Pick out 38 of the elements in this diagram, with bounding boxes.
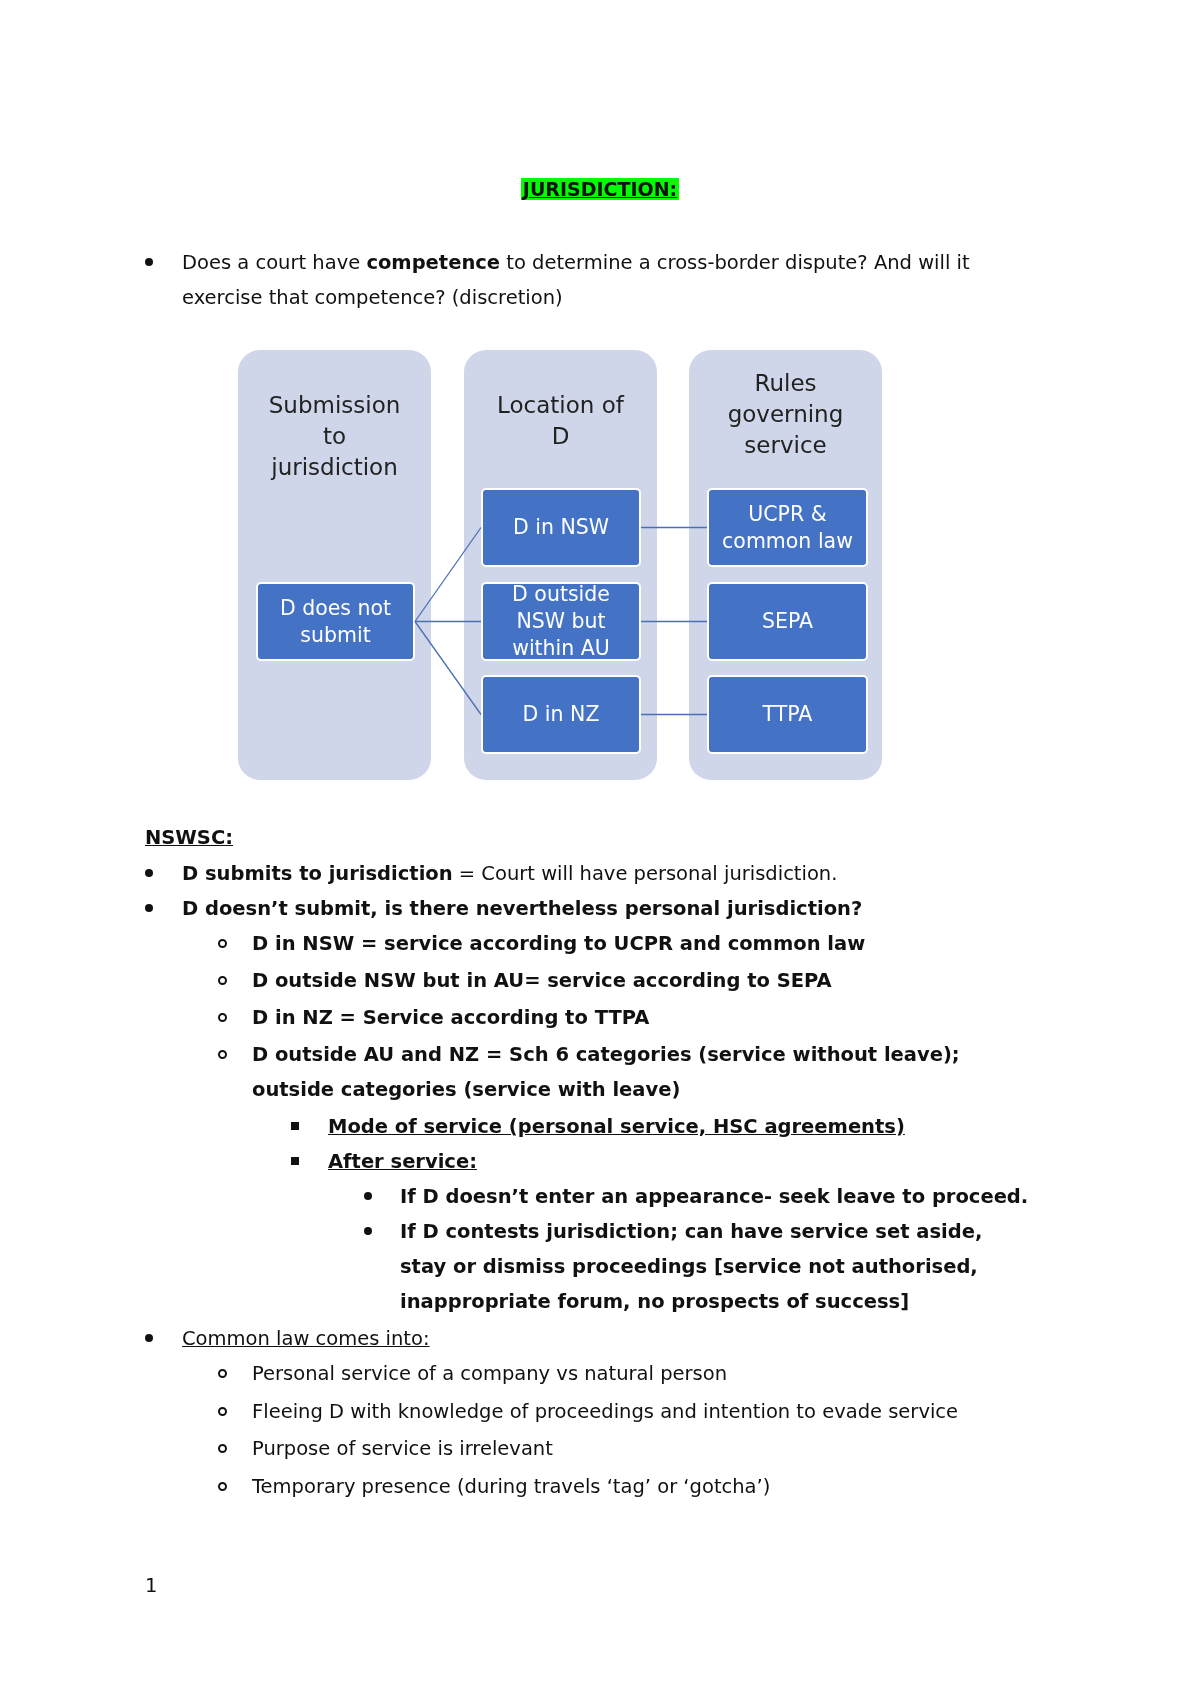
process-box: SEPA <box>707 582 868 661</box>
process-box: UCPR & common law <box>707 488 868 567</box>
process-box: D outside NSW but within AU <box>481 582 641 661</box>
list-item-text: Personal service of a company vs natural person <box>252 1361 728 1387</box>
list-item-text: Fleeing D with knowledge of proceedings and intention to evade service <box>252 1399 960 1425</box>
connector-line <box>414 620 482 623</box>
process-box: D in NZ <box>481 675 641 754</box>
list-item-text: Mode of service (personal service, HSC agreements) <box>328 1114 906 1140</box>
column-heading: Location of D <box>496 391 626 451</box>
process-box: TTPA <box>707 675 868 754</box>
list-item-text: Purpose of service is irrelevant <box>252 1436 554 1462</box>
list-item-text: If D contests jurisdiction; can have service set aside, stay or dismiss proceedings [service not authorised, inappropriate forum, no prospects of success] <box>400 1219 984 1315</box>
list-item-text: D in NSW = service according to UCPR and common law <box>252 931 867 957</box>
connector-line <box>414 620 482 716</box>
list-item-text: D doesn’t submit, is there nevertheless personal jurisdiction? <box>182 896 864 922</box>
connector-line <box>640 713 708 716</box>
page-number: 1 <box>145 1573 159 1599</box>
section-heading: NSWSC: <box>145 825 235 851</box>
process-box: D in NSW <box>481 488 641 567</box>
list-item-text: If D doesn’t enter an appearance- seek leave to proceed. <box>400 1184 1030 1210</box>
process-box: D does not submit <box>256 582 415 661</box>
list-item-text: D in NZ = Service according to TTPA <box>252 1005 651 1031</box>
column-heading: Submission to jurisdiction <box>267 391 402 482</box>
list-item-text: D outside AU and NZ = Sch 6 categories (service without leave); outside categories (service with leave) <box>252 1042 961 1103</box>
page-title: JURISDICTION: <box>520 178 680 200</box>
list-item-text: D submits to jurisdiction = Court will have personal jurisdiction. <box>182 861 839 887</box>
connector-line <box>640 620 708 623</box>
list-item-text: After service: <box>328 1149 478 1175</box>
column-panel <box>689 350 882 780</box>
list-item-text: Temporary presence (during travels ‘tag’ or ‘gotcha’) <box>252 1474 772 1500</box>
connector-line <box>640 526 708 529</box>
column-panel <box>238 350 431 780</box>
column-panel <box>464 350 657 780</box>
list-item-text: D outside NSW but in AU= service according to SEPA <box>252 968 833 994</box>
list-item-text: Common law comes into: <box>182 1326 431 1352</box>
connector-line <box>414 526 482 623</box>
list-item-text: Does a court have competence to determine a cross-border dispute? And will it exercise that competence? (discretion) <box>182 250 971 311</box>
column-heading: Rules governing service <box>726 369 845 460</box>
